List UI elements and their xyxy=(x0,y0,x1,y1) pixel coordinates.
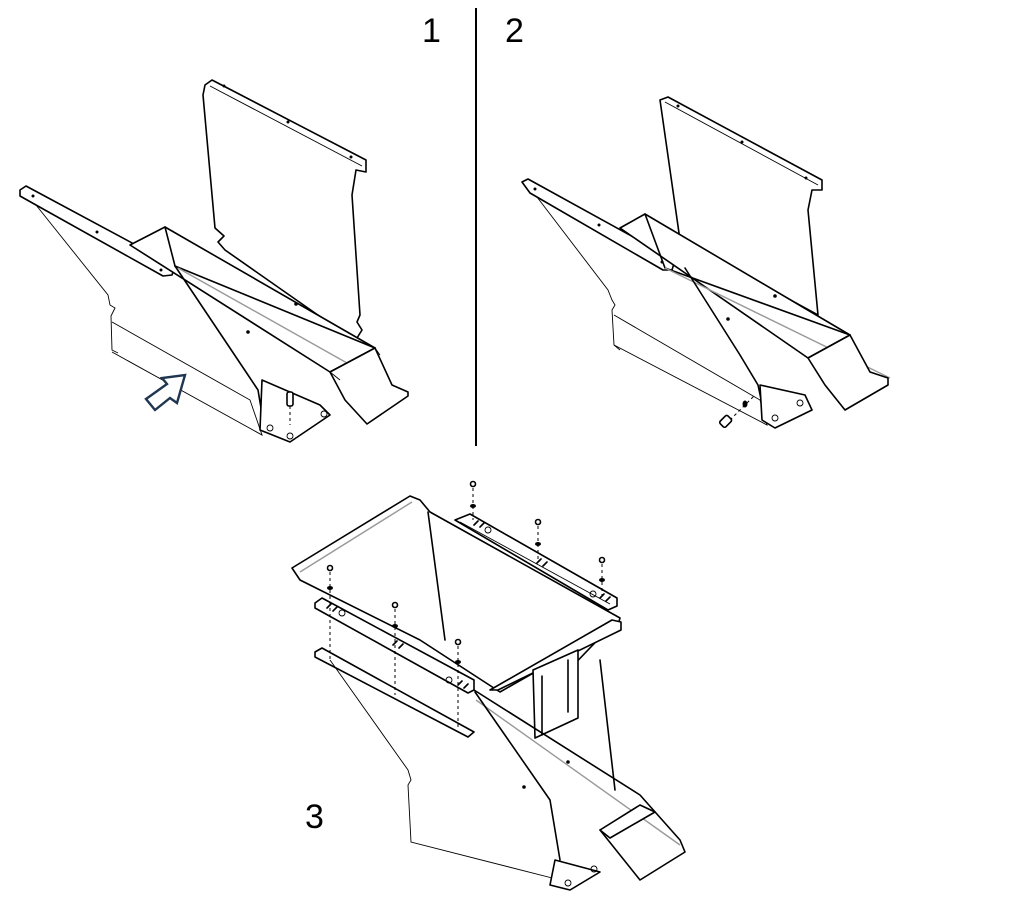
insertion-direction-arrow-icon xyxy=(144,373,187,412)
screw-2 xyxy=(534,518,542,560)
step-1-hopper-body xyxy=(129,226,409,433)
step-1-left-flange-panel xyxy=(19,185,176,354)
screw-4 xyxy=(326,564,334,660)
step-2-label: 2 xyxy=(505,12,524,50)
screw-6 xyxy=(454,638,462,730)
rear-rail-slots xyxy=(473,520,611,602)
step-3-lower-flange xyxy=(314,647,561,881)
step-2-bolt-and-washer xyxy=(718,394,756,429)
step-3-chute xyxy=(473,659,686,891)
screw-5 xyxy=(391,601,399,695)
step-divider xyxy=(475,8,477,446)
step-3-screws xyxy=(326,480,606,730)
step-2-lower-box xyxy=(613,314,813,429)
bolt-icon xyxy=(718,414,733,429)
washer-icon xyxy=(742,400,748,408)
step-3-rear-rail xyxy=(454,513,618,611)
screw-3 xyxy=(598,556,606,596)
screw-1 xyxy=(469,480,477,520)
step-2-hopper-body xyxy=(619,213,891,419)
step-3-label: 3 xyxy=(305,798,324,836)
step-3-side-bracket xyxy=(489,619,622,739)
step-1-label: 1 xyxy=(422,12,441,50)
step-1-back-panel xyxy=(202,79,367,349)
step-1-lower-box xyxy=(111,321,331,443)
